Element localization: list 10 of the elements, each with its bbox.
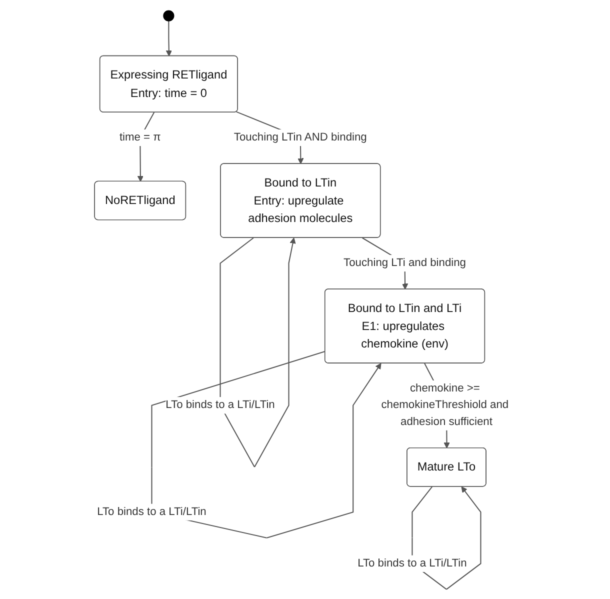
arrow	[219, 236, 296, 467]
arrow	[166, 20, 172, 56]
edge-label: LTo binds to a LTi/LTin	[357, 556, 467, 569]
edge-label: LTo binds to a LTi/LTin	[165, 398, 275, 410]
edge-label: time = π	[119, 131, 161, 143]
node-circle	[162, 10, 174, 21]
edge-label: chemokine >= chemokineThreshiold and adhesion sufficient	[380, 382, 508, 428]
edge-label: Touching LTin AND binding	[234, 131, 367, 143]
edge-label: LTo binds to a LTi/LTin	[96, 505, 206, 518]
edge-label: Touching LTi and binding	[343, 256, 466, 268]
